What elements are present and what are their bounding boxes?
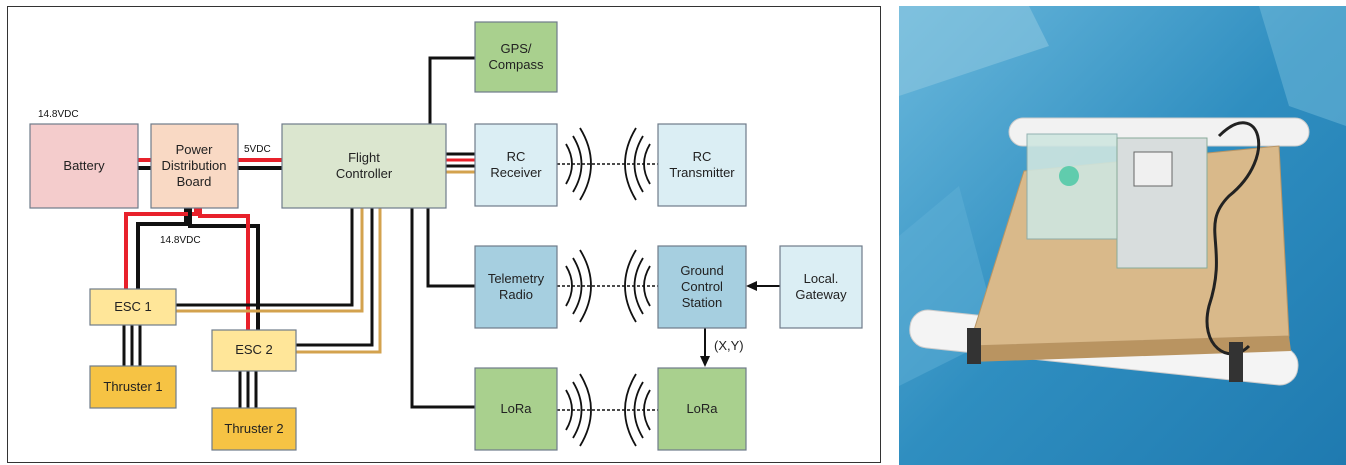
node-esc-1: ESC 1: [90, 289, 176, 325]
rc_tx-label-line: RC: [693, 149, 712, 164]
pdb-label-line: Distribution: [161, 158, 226, 173]
lora2-label-line: LoRa: [686, 401, 718, 416]
telemetry-label-line: Radio: [499, 287, 533, 302]
fc-voltage-label: 5VDC: [244, 144, 271, 155]
gcs-output-label: (X,Y): [714, 338, 744, 353]
gps-label-line: Compass: [489, 57, 544, 72]
svg-text:ESC 1: ESC 1: [114, 299, 152, 314]
node-lora-2: LoRa: [658, 368, 746, 450]
gcs-label-line: Ground: [680, 263, 723, 278]
fc-label-line: Flight: [348, 150, 380, 165]
svg-text:Thruster 1: Thruster 1: [103, 379, 162, 394]
lora1-label-line: LoRa: [500, 401, 532, 416]
node-gps: GPS/Compass: [475, 22, 557, 92]
gps-label-line: GPS/: [500, 41, 531, 56]
svg-text:Thruster 2: Thruster 2: [224, 421, 283, 436]
rc_tx-label-line: Transmitter: [669, 165, 735, 180]
esc-voltage-label: 14.8VDC: [160, 235, 201, 246]
thr2-label-line: Thruster 2: [224, 421, 283, 436]
pdb-label-line: Board: [177, 174, 212, 189]
battery-label-line: Battery: [63, 158, 105, 173]
gcs-label-line: Control: [681, 279, 723, 294]
esc1-label-line: ESC 1: [114, 299, 152, 314]
svg-text:Battery: Battery: [63, 158, 105, 173]
node-thruster-2: Thruster 2: [212, 408, 296, 450]
rc_rx-label-line: Receiver: [490, 165, 542, 180]
gcs-label-line: Station: [682, 295, 722, 310]
node-esc-2: ESC 2: [212, 330, 296, 371]
node-thruster-1: Thruster 1: [90, 366, 176, 408]
pdb-label-line: Power: [176, 142, 214, 157]
gateway-label-line: Gateway: [795, 287, 847, 302]
node-lora-1: LoRa: [475, 368, 557, 450]
gateway-label-line: Local.: [804, 271, 839, 286]
battery-voltage-label: 14.8VDC: [38, 109, 79, 120]
thr1-label-line: Thruster 1: [103, 379, 162, 394]
boat-prototype-photo-icon: [899, 6, 1346, 465]
boat-photo: [899, 6, 1346, 465]
svg-text:ESC 2: ESC 2: [235, 342, 273, 357]
svg-text:LoRa: LoRa: [686, 401, 718, 416]
fc-label-line: Controller: [336, 166, 393, 181]
svg-text:LoRa: LoRa: [500, 401, 532, 416]
rc_rx-label-line: RC: [507, 149, 526, 164]
esc2-label-line: ESC 2: [235, 342, 273, 357]
node-local-gateway: Local.Gateway: [780, 246, 862, 328]
node-battery: Battery: [30, 124, 138, 208]
telemetry-label-line: Telemetry: [488, 271, 545, 286]
